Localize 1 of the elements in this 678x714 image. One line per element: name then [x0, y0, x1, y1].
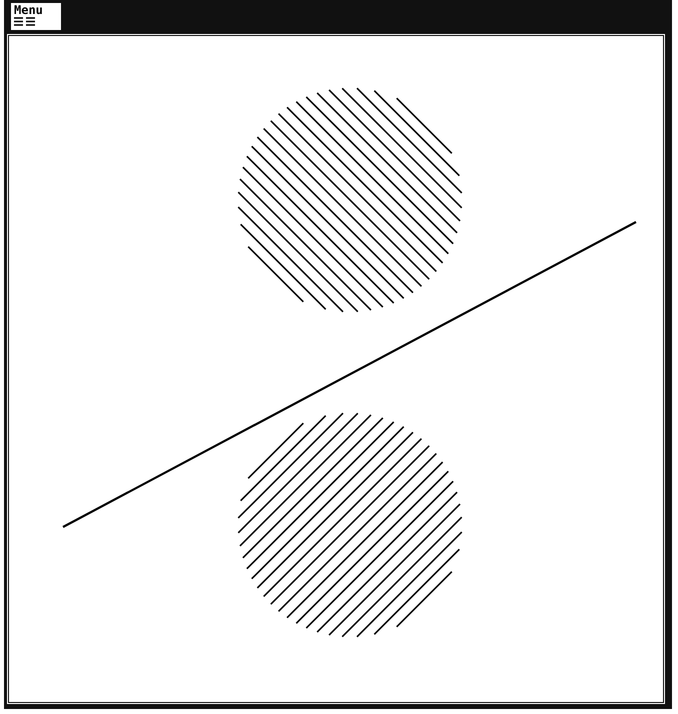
menu-label: Menu [14, 4, 44, 17]
